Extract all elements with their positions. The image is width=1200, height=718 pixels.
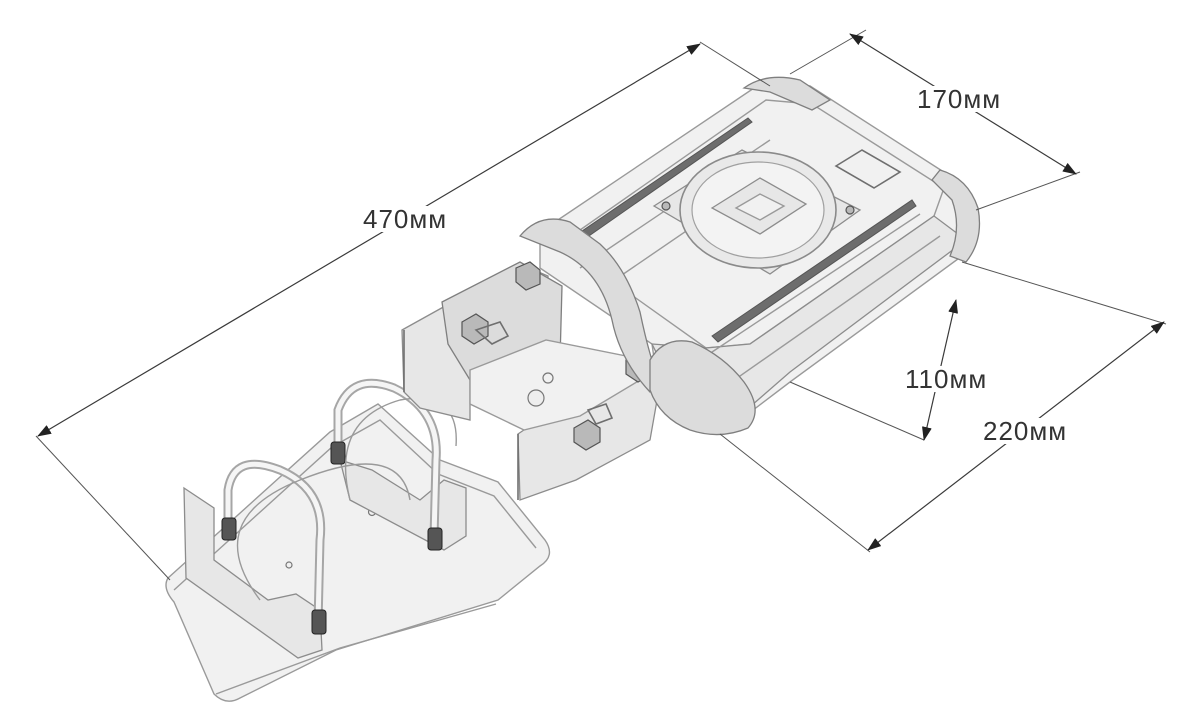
dimension-width-label: 170мм [914,86,1005,112]
pole-clamp-arc [236,463,411,601]
dimension-height-label: 110мм [902,366,991,392]
dimension-depth-label: 220мм [980,418,1071,444]
u-bolt-front [221,459,327,635]
dimension-length-label: 470мм [360,206,451,232]
dimension-length [35,41,771,581]
mounting-plate [165,403,551,702]
